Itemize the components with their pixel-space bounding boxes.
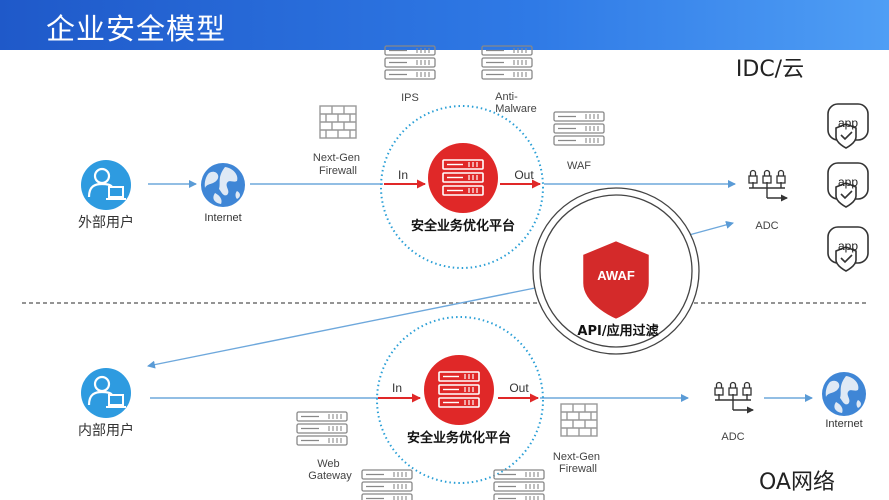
flow-awaf-to-internal: [147, 286, 541, 369]
platform-label: 安全业务优化平台: [411, 218, 515, 234]
server-icon: [361, 469, 413, 500]
nextgen-firewall-bottom-line2: Firewall: [559, 463, 597, 475]
awaf-label: API/应用过滤: [577, 323, 658, 339]
nextgen-firewall-label: Next-Gen Firewall: [313, 152, 363, 177]
adc-label: ADC: [755, 220, 778, 232]
adc-icon-bottom: [715, 383, 753, 411]
anti-malware-server-icon: [481, 45, 533, 80]
web-gateway-label-line1: Web: [317, 458, 339, 470]
app-label: app: [838, 175, 858, 189]
nextgen-firewall-label-line1: Next-Gen: [313, 152, 360, 164]
anti-malware-label: Anti- Malware: [495, 91, 537, 115]
in-label: In: [398, 168, 408, 182]
nextgen-firewall-bottom-line1: Next-Gen: [553, 451, 600, 463]
waf-label: WAF: [567, 160, 591, 172]
external-user-label: 外部用户: [78, 214, 134, 231]
security-platform-icon-bottom: [423, 354, 495, 426]
waf-server-icon: [553, 111, 605, 146]
server-icon: [493, 469, 545, 500]
title-bar: 企业安全模型: [0, 0, 889, 50]
nextgen-firewall-icon: [319, 105, 357, 139]
app-label: app: [838, 116, 858, 130]
platform-label-bottom: 安全业务优化平台: [407, 430, 511, 446]
web-gateway-server-icon: [296, 411, 348, 446]
internet-globe-icon-bottom: [822, 372, 866, 416]
external-user-icon: [79, 158, 133, 212]
internal-user-icon: [79, 366, 133, 420]
internet-globe-icon: [201, 163, 245, 207]
nextgen-firewall-label-bottom: Next-Gen Firewall: [553, 451, 603, 475]
internet-label: Internet: [204, 212, 241, 224]
security-platform-icon: [427, 142, 499, 214]
internet-label-bottom: Internet: [825, 418, 862, 430]
app-label: app: [838, 239, 858, 253]
ips-server-icon: [384, 45, 436, 80]
page-title: 企业安全模型: [46, 12, 227, 46]
out-label-bottom: Out: [509, 381, 529, 395]
ips-label: IPS: [401, 92, 419, 104]
awaf-inner-ring: [539, 194, 693, 348]
flow-awaf-to-adc: [688, 220, 734, 236]
platform-zone-bottom: [376, 316, 544, 484]
platform-zone-top: [380, 105, 544, 269]
awaf-badge-label: AWAF: [597, 268, 635, 283]
out-label: Out: [514, 168, 534, 182]
web-gateway-label-line2: Gateway: [308, 470, 352, 482]
nextgen-firewall-icon-bottom: [560, 403, 598, 437]
in-label-bottom: In: [392, 381, 402, 395]
adc-icon: [749, 171, 787, 199]
adc-label-bottom: ADC: [721, 431, 744, 443]
zone-label-idc: IDC/云: [736, 57, 804, 82]
zone-label-oa: OA网络: [759, 470, 835, 495]
internal-user-label: 内部用户: [78, 422, 134, 439]
awaf-shield-icon: [580, 238, 652, 322]
anti-malware-label-line2: Malware: [495, 103, 537, 115]
nextgen-firewall-label-line2: Firewall: [319, 165, 357, 177]
anti-malware-label-line1: Anti-: [495, 91, 518, 103]
web-gateway-label: Web Gateway: [308, 458, 352, 482]
